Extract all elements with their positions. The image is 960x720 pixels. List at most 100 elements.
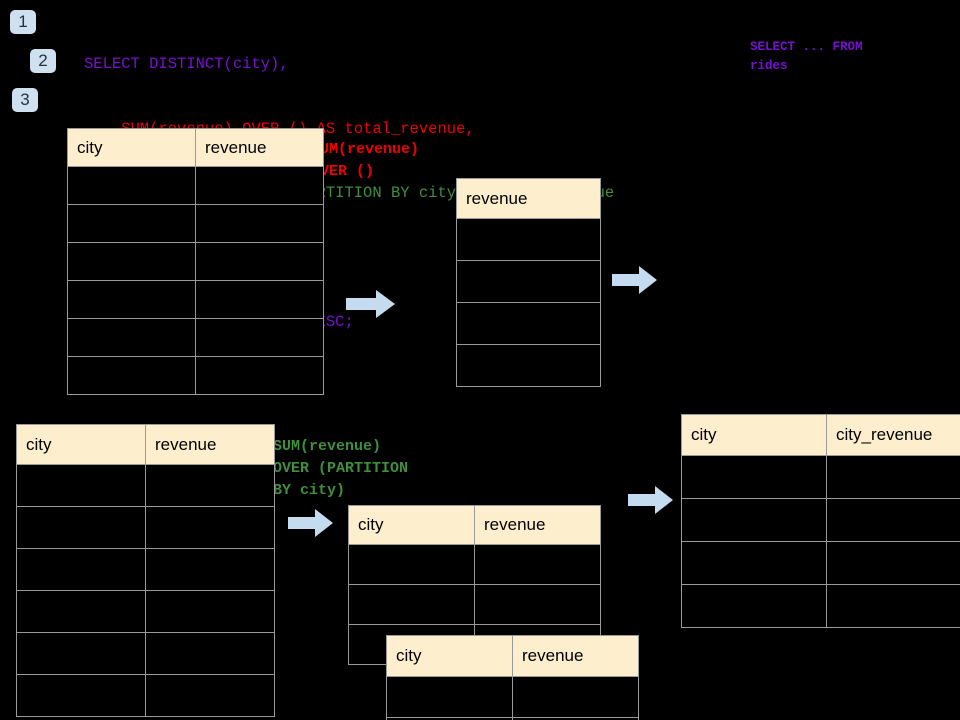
cell-city [67, 166, 196, 205]
table-row [16, 674, 275, 717]
cell-revenue [456, 260, 601, 303]
cell-city-revenue [826, 541, 960, 585]
cell-city [681, 455, 827, 499]
cell-city-revenue [826, 498, 960, 542]
table-header-row: city revenue [67, 128, 324, 167]
column-header-city: city [16, 424, 146, 465]
column-header-city: city [67, 128, 196, 167]
arrow-source-to-total [346, 290, 395, 318]
table-row [16, 506, 275, 549]
table-row [67, 166, 324, 205]
partition-group-a-table: city revenue [348, 505, 601, 665]
cell-city [67, 204, 196, 243]
column-header-city: city [386, 635, 513, 677]
table-header-row: city revenue [386, 635, 639, 677]
cell-city [386, 676, 513, 718]
step-badge-1: 1 [10, 10, 36, 34]
cell-city [348, 544, 475, 585]
table-row [681, 541, 960, 585]
sql-line-1: SELECT DISTINCT(city), [84, 55, 289, 73]
cell-city [67, 318, 196, 357]
cell-city [67, 242, 196, 281]
table-row [67, 318, 324, 357]
cell-revenue [474, 544, 601, 585]
cell-revenue [145, 674, 275, 717]
table-header-row: revenue [456, 178, 601, 219]
cell-revenue [456, 218, 601, 261]
column-header-city: city [348, 505, 475, 545]
step-badge-3: 3 [12, 88, 38, 112]
table-row [348, 544, 601, 585]
table-row [456, 302, 601, 345]
arrow-source-to-partition [288, 509, 333, 537]
table-header-row: city revenue [348, 505, 601, 545]
table-row [386, 676, 639, 718]
cell-revenue [195, 280, 324, 319]
cell-revenue [145, 506, 275, 549]
cell-revenue [512, 676, 639, 718]
step-badge-2: 2 [30, 49, 56, 73]
cell-city [16, 548, 146, 591]
table-row [67, 204, 324, 243]
table-row [681, 455, 960, 499]
cell-revenue [195, 204, 324, 243]
table-row [67, 280, 324, 319]
table-row [67, 242, 324, 281]
cell-revenue [145, 548, 275, 591]
table-row [16, 464, 275, 507]
final-result-table: city city_revenue [681, 414, 960, 628]
cell-revenue [145, 464, 275, 507]
column-header-revenue: revenue [195, 128, 324, 167]
cell-revenue [145, 632, 275, 675]
cell-revenue [195, 166, 324, 205]
cell-revenue [195, 242, 324, 281]
annotation-select-from-rides: SELECT ... FROM rides [750, 40, 863, 73]
column-header-revenue: revenue [474, 505, 601, 545]
table-row [16, 590, 275, 633]
column-header-revenue: revenue [145, 424, 275, 465]
cell-revenue [474, 584, 601, 625]
table-row [16, 632, 275, 675]
column-header-city-revenue: city_revenue [826, 414, 960, 456]
cell-city-revenue [826, 455, 960, 499]
table-header-row: city revenue [16, 424, 275, 465]
partition-group-b-table: city revenue [386, 635, 639, 720]
cell-revenue [456, 302, 601, 345]
cell-revenue [456, 344, 601, 387]
table-row [348, 584, 601, 625]
cell-city [681, 541, 827, 585]
rides-source-table-partitioned: city revenue [16, 424, 275, 717]
table-row [67, 356, 324, 395]
table-row [386, 717, 639, 720]
cell-revenue [145, 590, 275, 633]
cell-revenue [195, 356, 324, 395]
cell-city [16, 632, 146, 675]
cell-city [67, 280, 196, 319]
table-row [456, 260, 601, 303]
total-revenue-table: revenue [456, 178, 601, 387]
cell-city [67, 356, 196, 395]
table-header-row: city city_revenue [681, 414, 960, 456]
cell-city [16, 590, 146, 633]
cell-city [16, 464, 146, 507]
column-header-revenue: revenue [456, 178, 601, 219]
cell-revenue [195, 318, 324, 357]
cell-city [16, 674, 146, 717]
rides-source-table: city revenue [67, 128, 324, 395]
table-row [456, 344, 601, 387]
cell-city [681, 584, 827, 628]
column-header-revenue: revenue [512, 635, 639, 677]
cell-city [681, 498, 827, 542]
column-header-city: city [681, 414, 827, 456]
annotation-sum-over-empty: SUM(revenue) OVER () [311, 141, 420, 180]
cell-city [16, 506, 146, 549]
cell-city [348, 584, 475, 625]
cell-revenue [512, 717, 639, 720]
cell-city-revenue [826, 584, 960, 628]
arrow-total-to-result [612, 266, 657, 294]
annotation-sum-over-partition: SUM(revenue) OVER (PARTITION BY city) [273, 438, 409, 499]
arrow-partition-to-result [628, 486, 673, 514]
table-row [681, 584, 960, 628]
table-row [681, 498, 960, 542]
